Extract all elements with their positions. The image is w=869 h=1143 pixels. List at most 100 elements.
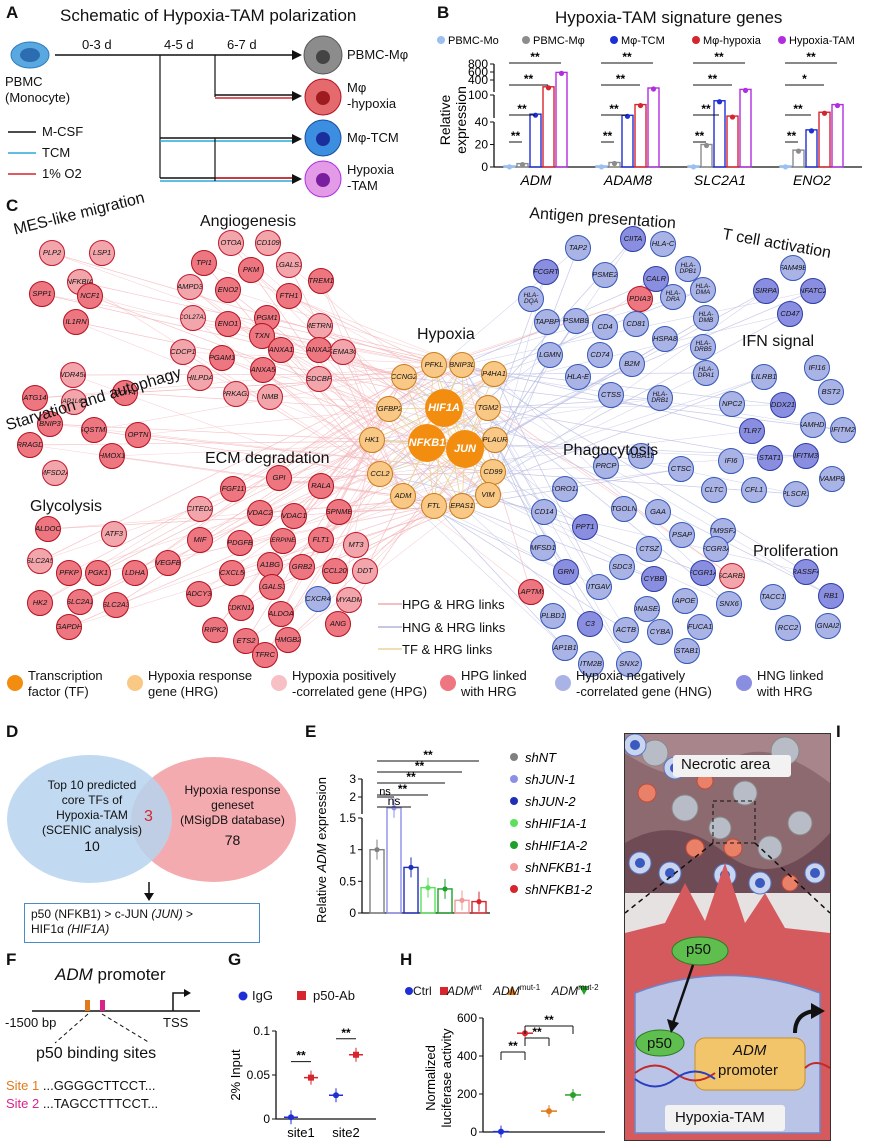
gene-node-hla-dma: HLA-DMA xyxy=(690,277,716,303)
gene-node-gapdh: GAPDH xyxy=(56,614,82,640)
legend-o2: 1% O2 xyxy=(42,166,82,181)
time-label-1: 0-3 d xyxy=(82,37,112,52)
venn-right-count: 78 xyxy=(224,832,241,848)
venn-right-text: Hypoxia response geneset (MSigDB databas… xyxy=(170,783,295,848)
edge-MFSD1 xyxy=(494,439,544,549)
hypoxia-tam-label: Hypoxia-TAM xyxy=(675,1109,765,1126)
e-legend-label-6: shNFKB1-2 xyxy=(525,882,593,897)
gene-node-hk1: HK1 xyxy=(359,427,385,453)
gene-node-cyba: CYBA xyxy=(647,619,673,645)
gene-node-snx6: SNX6 xyxy=(716,591,742,617)
point-SLC2A1-4 xyxy=(742,87,749,93)
point-ADAM8-3 xyxy=(637,102,644,109)
link-legend-hpg: HPG & HRG links xyxy=(402,597,505,612)
legend-admmut1-sup: mut-1 xyxy=(519,983,541,992)
category-hypoxia: Hypoxia xyxy=(417,326,475,343)
y-tick-label-2: 40 xyxy=(475,115,489,129)
gene-node-ddt: DDT xyxy=(352,558,378,584)
e-legend-dot-3 xyxy=(510,819,518,827)
gene-node-optn: OPTN xyxy=(125,422,151,448)
gene-node-atf3: ATF3 xyxy=(101,521,127,547)
gene-node-cd81: CD81 xyxy=(623,311,649,337)
gene-node-pkm: PKM xyxy=(238,257,264,283)
edge2-PLSCR1 xyxy=(388,408,797,495)
gene-node-ap1b1: AP1B1 xyxy=(552,635,578,661)
edge-NCF1 xyxy=(89,295,390,410)
gene-node-plaur: PLAUR xyxy=(482,427,508,453)
y-tick-label-4: 400 xyxy=(468,73,488,87)
venn-left-line1: Top 10 predicted xyxy=(47,778,137,792)
gene-node-ifi16: IFI16 xyxy=(804,355,830,381)
point-ADAM8-0 xyxy=(598,164,605,170)
panel-c-label: C xyxy=(6,196,19,215)
gene-node-tgoln: TGOLN xyxy=(611,496,637,522)
gene-node-tlr7: TLR7 xyxy=(739,418,765,444)
h-sig-label-2: ** xyxy=(544,1013,554,1027)
gene-node-scarb2: SCARB2 xyxy=(719,563,745,589)
gene-node-otoa: OTOA xyxy=(218,230,244,256)
gene-node-rcc2: RCC2 xyxy=(775,615,801,641)
site1-seq: ...GGGGCTTCCT... xyxy=(39,1078,156,1093)
gene-node-hmgb2: HMGB2 xyxy=(275,627,301,653)
gene-node-cd14: CD14 xyxy=(531,499,557,525)
gene-node-lilrb1: LILRB1 xyxy=(751,364,777,390)
gene-node-laptm5: LAPTM5 xyxy=(518,579,544,605)
e-legend-label-5: shNFKB1-1 xyxy=(525,860,592,875)
legend-hpg-1: Hypoxia positively xyxy=(292,668,397,683)
gene-node-samhd1: SAMHD1 xyxy=(800,412,826,438)
legend-admmut2: ADM xyxy=(551,984,579,998)
gene-node-adm: ADM xyxy=(390,483,416,509)
gene-node-cdcp1: CDCP1 xyxy=(170,339,196,365)
necrotic-area-label: Necrotic area xyxy=(681,756,771,773)
source-label: PBMC xyxy=(5,74,43,89)
panel-a-title: Schematic of Hypoxia-TAM polarization xyxy=(60,6,357,25)
category-glycolysis: Glycolysis xyxy=(30,498,103,515)
gene-node-fam49b: FAM49B xyxy=(780,255,806,281)
outcome-mphi: Mφ xyxy=(347,80,367,95)
gene-node-hilpda: HILPDA xyxy=(187,365,213,391)
sig-label-SLC2A1-0: ** xyxy=(695,129,705,143)
e-point-4 xyxy=(442,886,448,892)
legend-admwt: ADM xyxy=(447,984,474,998)
panel-i-label: I xyxy=(836,722,841,741)
g-point-site2-1 xyxy=(353,1051,359,1058)
sig-label-ADM-1: ** xyxy=(517,102,527,116)
gene-node-hla-dmb: HLA-DMB xyxy=(693,305,719,331)
point-ENO2-2 xyxy=(808,128,815,134)
legend-tcm: TCM xyxy=(42,145,71,160)
gene-node-hla-dqa: HLA-DQA xyxy=(518,286,544,312)
gene-node-ccng2: CCNG2 xyxy=(391,364,417,390)
h-tick-label-1: 200 xyxy=(457,1087,477,1101)
sig-label-ENO2-2: * xyxy=(802,72,807,86)
panel-h-legend: Ctrl ADMwt ADMmut-1 ADMmut-2 xyxy=(413,983,599,998)
e-tick-label-2: 1 xyxy=(349,843,356,857)
gene-node-ppt1: PPT1 xyxy=(572,514,598,540)
gene-node-hk2: HK2 xyxy=(27,590,53,616)
e-point-6 xyxy=(476,899,482,905)
gene-node-gnai2: GNAI2 xyxy=(815,613,841,639)
legend-hrg-2: gene (HRG) xyxy=(148,684,219,699)
legend-hpgl-2: with HRG xyxy=(461,684,517,699)
y-tick-label-0: 0 xyxy=(481,160,488,174)
gene-node-txn: TXN xyxy=(249,323,275,349)
gene-node-sema3c: SEMA3C xyxy=(330,339,356,365)
sig-label-SLC2A1-2: ** xyxy=(708,72,718,86)
gene-node-psap: PSAP xyxy=(669,522,695,548)
edge-OPTN xyxy=(137,434,494,473)
sig-label-ADAM8-3: ** xyxy=(622,50,632,64)
gene-node-gaa: GAA xyxy=(645,499,671,525)
gene-node-dnase2: DNASE2 xyxy=(634,596,660,622)
x-label-ADAM8: ADAM8 xyxy=(603,172,652,188)
gene-node-coro1a: CORO1A xyxy=(552,476,578,502)
h-tick-label-2: 400 xyxy=(457,1049,477,1063)
gene-node-vdac1: VDAC1 xyxy=(281,503,307,529)
legend-hng-2: -correlated gene (HNG) xyxy=(576,684,712,699)
point-ADM-0 xyxy=(506,164,513,170)
gene-node-tuba1b: TUBA1B xyxy=(628,443,654,469)
gene-node-cd74: CD74 xyxy=(587,342,613,368)
edge2-LILRB1 xyxy=(402,376,765,497)
gene-node-ccl20: CCL20 xyxy=(322,558,348,584)
sig-label-ADAM8-0: ** xyxy=(603,129,613,143)
tf-ranking-box: p50 (NFKB1) > c-JUN (JUN) > HIF1α (HIF1A… xyxy=(24,903,260,943)
gene-node-prkag2: PRKAG2 xyxy=(223,381,249,407)
